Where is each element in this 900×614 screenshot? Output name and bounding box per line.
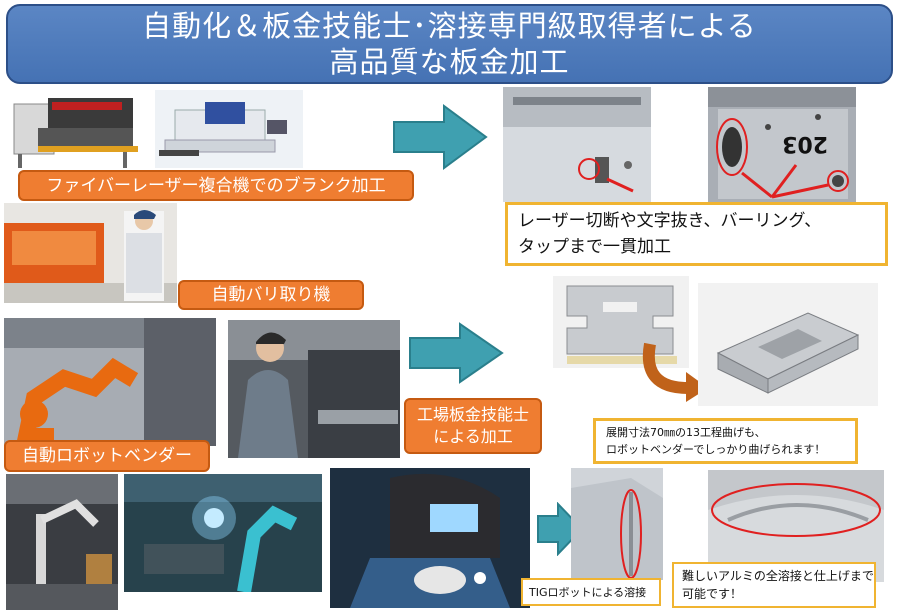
welding-cell-photo-2: [124, 474, 322, 592]
manual-welding-photo: [330, 468, 530, 608]
note-bend-line-2: ロボットベンダーでしっかり曲げられます！: [606, 443, 826, 456]
note-weld-line-1: 難しいアルミの全溶接と仕上げまで: [682, 569, 874, 583]
arrow-right-icon-2: [409, 322, 504, 384]
note-laser: レーザー切断や文字抜き、バーリング、 タップまで一貫加工: [505, 202, 888, 266]
note-tig-text: TIGロボットによる溶接: [529, 586, 647, 599]
laser-cut-part-photo-1: [503, 87, 651, 202]
arrow-right-icon-1: [393, 104, 488, 170]
laser-machine-photo-2: [155, 90, 303, 168]
label-deburr: 自動バリ取り機: [178, 280, 364, 310]
note-laser-line-2: タップまで一貫加工: [518, 237, 671, 257]
title-line-1: 自動化＆板金技能士･溶接専門級取得者による: [142, 9, 757, 43]
note-tig: TIGロボットによる溶接: [521, 578, 661, 606]
curved-arrow-icon: [642, 342, 708, 402]
craftsman-bending-photo: [228, 320, 400, 458]
laser-cut-part-photo-2: 203: [708, 87, 856, 202]
robot-bender-photo: [4, 318, 216, 446]
label-craftsman-line-2: による加工: [433, 427, 513, 446]
engraved-number: 203: [782, 131, 828, 156]
label-deburr-text: 自動バリ取り機: [211, 285, 331, 305]
laser-machine-photo-1: [8, 90, 148, 170]
label-craftsman-line-1: 工場板金技能士: [416, 405, 529, 424]
note-weld-line-2: 可能です！: [682, 587, 743, 601]
bent-part-photo: [698, 283, 878, 406]
label-fiber-laser: ファイバーレーザー複合機でのブランク加工: [18, 170, 414, 201]
note-bend: 展開寸法70㎜の13工程曲げも、 ロボットベンダーでしっかり曲げられます！: [593, 418, 858, 464]
label-robot-bender: 自動ロボットベンダー: [4, 440, 210, 472]
note-weld: 難しいアルミの全溶接と仕上げまで 可能です！: [672, 562, 876, 608]
title-line-2: 高品質な板金加工: [329, 45, 570, 79]
note-bend-line-1: 展開寸法70㎜の13工程曲げも、: [606, 426, 766, 439]
welding-cell-photo-1: [6, 474, 118, 610]
label-fiber-laser-text: ファイバーレーザー複合機でのブランク加工: [46, 175, 386, 196]
tig-weld-part-photo: [571, 468, 663, 580]
deburr-machine-photo: [4, 203, 177, 303]
title-banner: 自動化＆板金技能士･溶接専門級取得者による 高品質な板金加工: [6, 4, 893, 84]
note-laser-line-1: レーザー切断や文字抜き、バーリング、: [518, 211, 822, 231]
label-robot-bender-text: 自動ロボットベンダー: [22, 446, 192, 466]
flat-blank-photo: [553, 276, 689, 368]
label-craftsman: 工場板金技能士 による加工: [404, 398, 542, 454]
arrow-right-icon-3: [537, 502, 584, 556]
